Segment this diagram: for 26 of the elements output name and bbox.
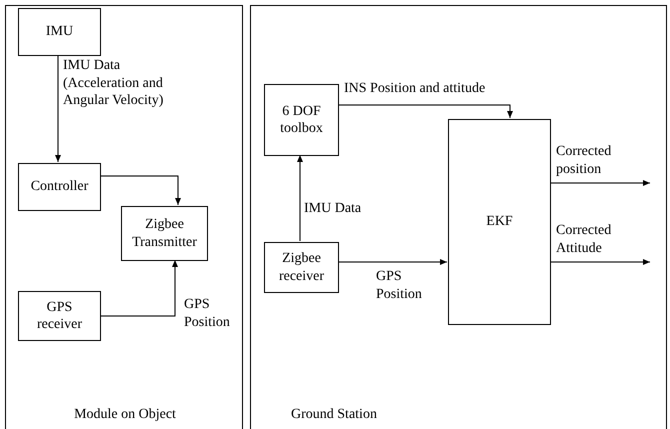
arrow xyxy=(55,54,61,162)
panel-label: Module on Object xyxy=(73,406,177,424)
arrow xyxy=(100,260,178,316)
arrow xyxy=(550,180,650,186)
arrow xyxy=(550,259,650,265)
box-label: Controller xyxy=(30,178,88,196)
panel-label: Ground Station xyxy=(291,406,377,424)
panel xyxy=(5,5,243,429)
process-box xyxy=(121,206,208,261)
process-box xyxy=(18,163,101,211)
arrow xyxy=(338,259,448,265)
process-box xyxy=(448,119,551,325)
box-label: IMU xyxy=(46,23,74,41)
box-label: EKF xyxy=(486,213,513,231)
arrow xyxy=(297,154,303,242)
box-label: 6 DOF toolbox xyxy=(279,102,324,138)
arrow xyxy=(338,104,513,118)
box-label: Zigbee receiver xyxy=(278,250,326,285)
panel xyxy=(250,5,667,429)
process-box xyxy=(264,242,339,293)
process-box xyxy=(18,8,101,56)
box-label: Zigbee Transmitter xyxy=(131,216,198,251)
arrow xyxy=(100,176,181,206)
process-box xyxy=(264,84,339,156)
box-label: GPS receiver xyxy=(36,298,84,334)
process-box xyxy=(18,291,101,341)
